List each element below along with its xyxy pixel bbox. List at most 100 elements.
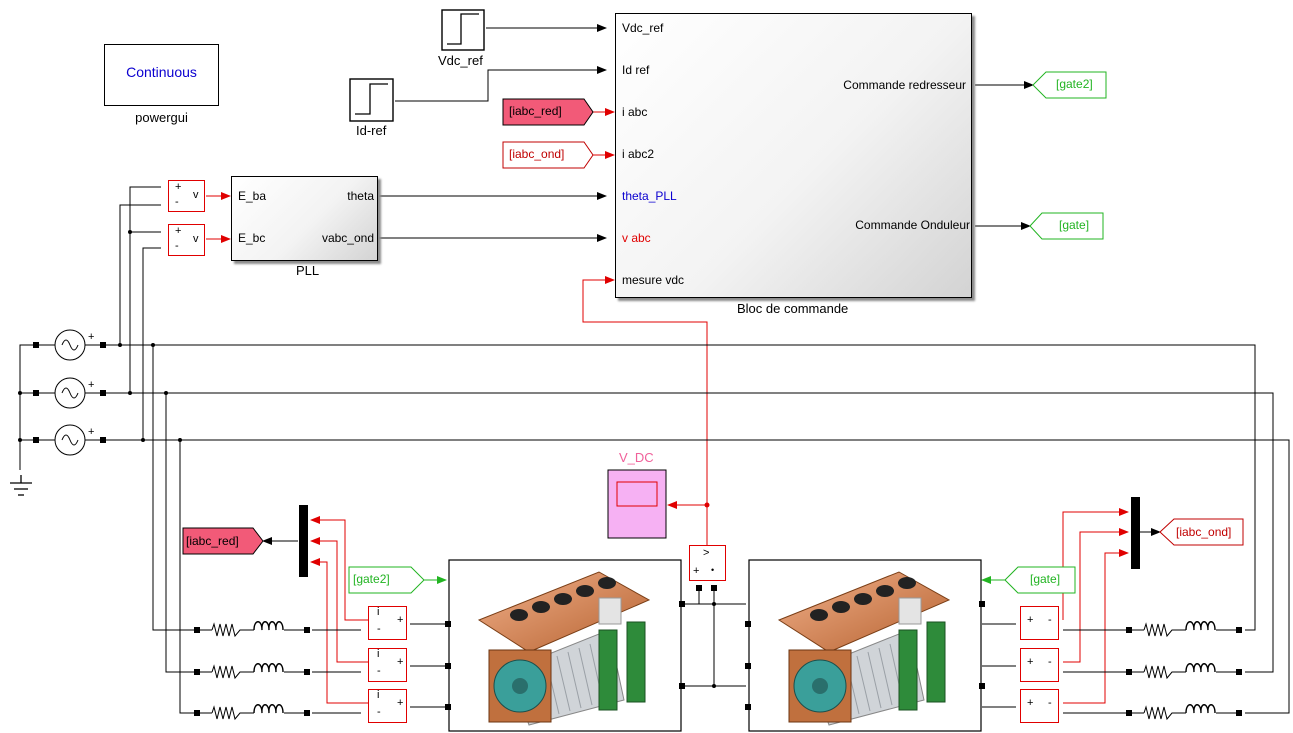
cm-i2-minus: - [1048, 656, 1052, 668]
cmd-in-vdc-ref: Vdc_ref [622, 21, 664, 35]
busbar [477, 571, 651, 653]
tag-iabc-red-bottom-text: [iabc_red] [186, 534, 239, 548]
pll-name: PLL [296, 263, 320, 278]
pll-out-theta: theta [347, 189, 374, 203]
scope-label: V_DC [619, 450, 654, 465]
cm-r3-minus: - [377, 706, 381, 718]
step-icon[interactable] [441, 9, 485, 51]
vm1-plus: + [175, 181, 182, 193]
current-measurement-inv-3[interactable] [1020, 689, 1059, 723]
cm-r1-minus: - [377, 623, 381, 635]
busbar [777, 571, 951, 653]
dc-voltage-measurement[interactable] [689, 545, 726, 581]
capacitor [576, 585, 594, 597]
terminal-port [745, 663, 751, 669]
tag-gate-in[interactable] [1004, 566, 1076, 594]
vm1-out: v [193, 189, 199, 201]
powergui-block[interactable] [104, 44, 219, 106]
current-measurement-rect-1[interactable] [368, 606, 407, 640]
terminal-port [445, 663, 451, 669]
current-measurement-rect-2[interactable] [368, 648, 407, 682]
tag-gate-out-text: [gate] [1059, 218, 1090, 232]
ground-icon [10, 475, 32, 496]
bloc-de-commande[interactable] [615, 13, 972, 298]
power-wires [19, 186, 1290, 714]
terminal-port [1236, 710, 1242, 716]
capacitor [854, 593, 872, 605]
ac-voltage-source-icon[interactable] [33, 424, 110, 456]
tag-gate2-out[interactable] [1032, 71, 1107, 99]
capacitor [876, 585, 894, 597]
resistor-icon [1143, 705, 1186, 721]
step-icon[interactable] [349, 78, 394, 122]
step-vdc-ref-label: Vdc_ref [438, 53, 483, 68]
cmd-out-redresseur: Commande redresseur [843, 78, 966, 92]
pll-out-vabc-ond: vabc_ond [321, 231, 374, 245]
cmd-in-theta-pll: theta_PLL [622, 189, 677, 203]
voltage-measurement-2[interactable] [168, 224, 205, 256]
tag-gate2-in[interactable] [348, 566, 425, 594]
cm-i1-plus: + [1027, 614, 1034, 626]
inductor-icon [253, 704, 284, 714]
current-measurement-rect-3[interactable] [368, 689, 407, 723]
terminal-port [445, 621, 451, 627]
tag-iabc-red-top[interactable] [502, 98, 594, 126]
cm-i3-plus: + [1027, 697, 1034, 709]
terminal-port [304, 669, 310, 675]
cmd-in-iabc2: i abc2 [622, 147, 655, 161]
resistor-icon [211, 664, 254, 680]
cmd-in-id-ref: Id ref [622, 63, 650, 77]
tag-gate-in-text: [gate] [1030, 572, 1061, 586]
driver-board [898, 629, 918, 711]
junction-vdc [704, 502, 710, 508]
terminal-port [1236, 627, 1242, 633]
power-converter-image[interactable] [445, 559, 685, 732]
capacitor [810, 609, 828, 621]
terminal-port [1126, 710, 1132, 716]
cmd-out-onduleur: Commande Onduleur [855, 218, 970, 232]
dcvm-port-right [711, 585, 717, 591]
pll-in-eba: E_ba [238, 189, 267, 203]
tag-gate-out[interactable] [1029, 212, 1104, 240]
driver-board [598, 629, 618, 711]
cm-r1-plus: + [397, 614, 404, 626]
power-converter-image[interactable] [745, 559, 985, 732]
tag-iabc-ond-bottom[interactable] [1159, 518, 1244, 546]
cm-r1-i: i [377, 606, 380, 618]
scope-icon[interactable] [607, 469, 667, 539]
source-plus-3: + [88, 426, 94, 438]
rl-branches-inverter[interactable] [1126, 621, 1242, 721]
capacitor [510, 609, 528, 621]
cm-i3-minus: - [1048, 697, 1052, 709]
tag-iabc-ond-top[interactable] [502, 141, 594, 169]
cm-r3-plus: + [397, 697, 404, 709]
pll-block[interactable] [231, 176, 378, 261]
current-measurement-inv-1[interactable] [1020, 606, 1059, 640]
resistor-icon [1143, 622, 1186, 638]
vm1-minus: - [175, 196, 179, 208]
terminal-port [679, 601, 685, 607]
tag-iabc-red-top-text: [iabc_red] [509, 104, 562, 118]
cmd-in-iabc: i abc [622, 105, 648, 119]
ac-voltage-source-icon[interactable] [33, 377, 110, 409]
inductor-icon [253, 663, 284, 673]
resistor-icon [211, 705, 254, 721]
resistor-icon [1143, 664, 1186, 680]
mux-icon[interactable] [299, 505, 308, 577]
current-measurement-inv-2[interactable] [1020, 648, 1059, 682]
capacitor [598, 577, 616, 589]
terminal-port [1126, 669, 1132, 675]
ac-voltage-source-icon[interactable] [33, 329, 110, 361]
powergui-value: Continuous [126, 64, 197, 80]
rl-branches-rectifier[interactable] [194, 621, 310, 721]
mux-icon[interactable] [1131, 497, 1140, 569]
voltage-measurement-1[interactable] [168, 180, 205, 212]
resistor-icon [211, 622, 254, 638]
dcvm-port-left [696, 585, 702, 591]
tag-gate2-in-text: [gate2] [353, 572, 390, 586]
pll-in-ebc: E_bc [238, 231, 266, 245]
capacitor [898, 577, 916, 589]
tag-iabc-red-bottom[interactable] [182, 527, 264, 555]
step-id-ref-label: Id-ref [356, 123, 387, 138]
cm-i1-minus: - [1048, 614, 1052, 626]
